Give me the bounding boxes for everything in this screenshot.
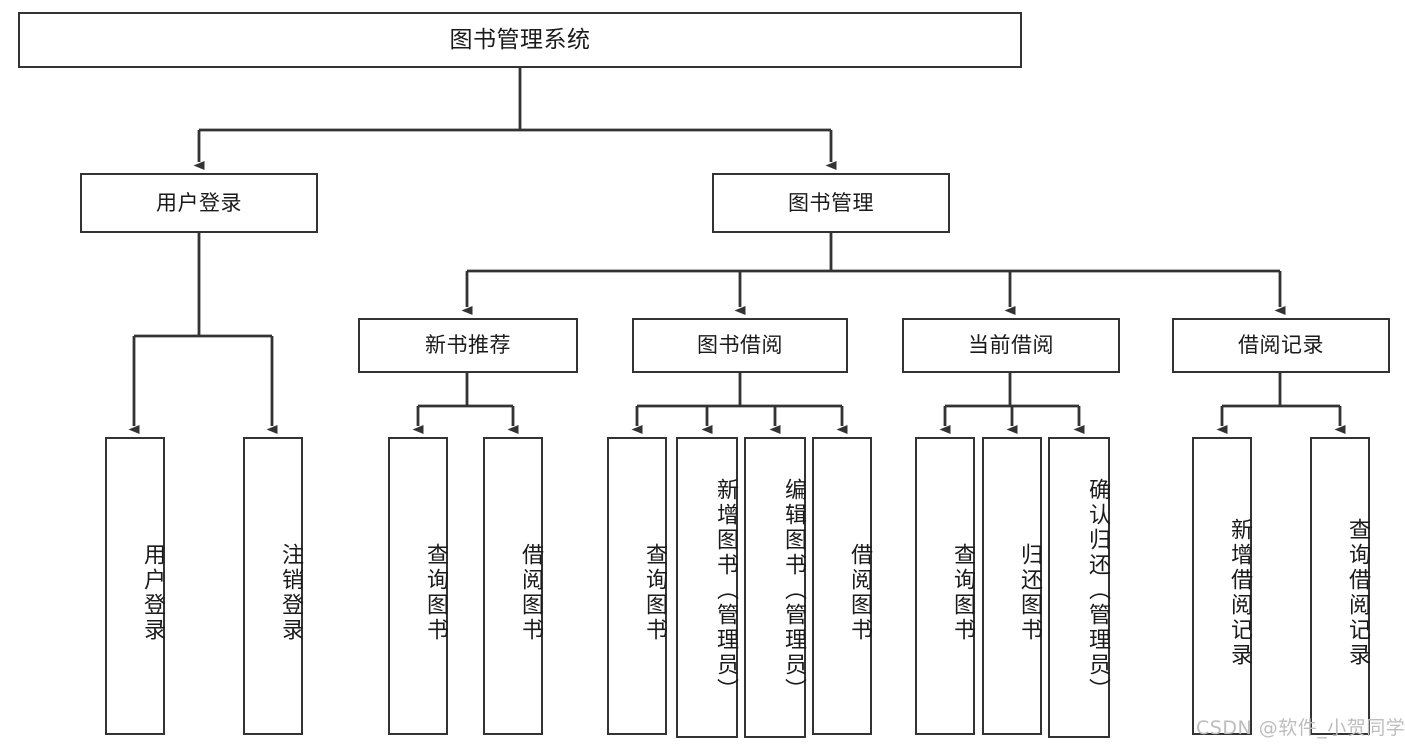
leaf-add-record-label: 新增借阅记录: [1227, 518, 1252, 668]
leaf-query-book-3[interactable]: 查询图书: [915, 437, 975, 735]
leaf-user-login[interactable]: 用户登录: [105, 437, 165, 735]
node-root-label: 图书管理系统: [449, 26, 591, 53]
node-book-manage[interactable]: 图书管理: [712, 173, 950, 233]
node-user-login-label: 用户登录: [156, 190, 242, 215]
leaf-borrow-book-2-label: 借阅图书: [847, 543, 872, 643]
node-current-borrow-label: 当前借阅: [968, 333, 1054, 358]
leaf-logout[interactable]: 注销登录: [243, 437, 303, 735]
leaf-edit-book[interactable]: 编辑图书（管理员）: [744, 437, 806, 738]
leaf-query-book-2[interactable]: 查询图书: [607, 437, 667, 735]
leaf-add-book[interactable]: 新增图书（管理员）: [676, 437, 738, 738]
leaf-borrow-book-1[interactable]: 借阅图书: [483, 437, 543, 735]
node-borrow-record[interactable]: 借阅记录: [1172, 318, 1390, 373]
leaf-query-record-label: 查询借阅记录: [1345, 518, 1370, 668]
node-new-book-recommend[interactable]: 新书推荐: [358, 318, 578, 373]
node-book-borrow[interactable]: 图书借阅: [632, 318, 848, 373]
leaf-logout-label: 注销登录: [278, 543, 303, 643]
leaf-return-book-label: 归还图书: [1017, 543, 1042, 643]
leaf-query-book-2-label: 查询图书: [642, 543, 667, 643]
node-new-book-recommend-label: 新书推荐: [425, 333, 511, 358]
node-root[interactable]: 图书管理系统: [18, 12, 1022, 68]
leaf-user-login-label: 用户登录: [140, 543, 165, 643]
node-book-borrow-label: 图书借阅: [697, 333, 783, 358]
leaf-return-book[interactable]: 归还图书: [982, 437, 1042, 735]
leaf-borrow-book-2[interactable]: 借阅图书: [812, 437, 872, 735]
node-book-manage-label: 图书管理: [788, 190, 874, 215]
leaf-confirm-return-label: 确认归还（管理员）: [1085, 478, 1110, 703]
leaf-confirm-return[interactable]: 确认归还（管理员）: [1048, 437, 1110, 738]
leaf-borrow-book-1-label: 借阅图书: [518, 543, 543, 643]
leaf-add-book-label: 新增图书（管理员）: [713, 478, 738, 703]
leaf-query-book-1-label: 查询图书: [423, 543, 448, 643]
node-user-login[interactable]: 用户登录: [80, 173, 318, 233]
leaf-query-record[interactable]: 查询借阅记录: [1310, 437, 1370, 735]
leaf-add-record[interactable]: 新增借阅记录: [1192, 437, 1252, 735]
leaf-query-book-3-label: 查询图书: [950, 543, 975, 643]
leaf-edit-book-label: 编辑图书（管理员）: [781, 478, 806, 703]
watermark: CSDN @软件_小贺同学: [1196, 717, 1405, 739]
leaf-query-book-1[interactable]: 查询图书: [388, 437, 448, 735]
node-current-borrow[interactable]: 当前借阅: [902, 318, 1120, 373]
node-borrow-record-label: 借阅记录: [1238, 333, 1324, 358]
